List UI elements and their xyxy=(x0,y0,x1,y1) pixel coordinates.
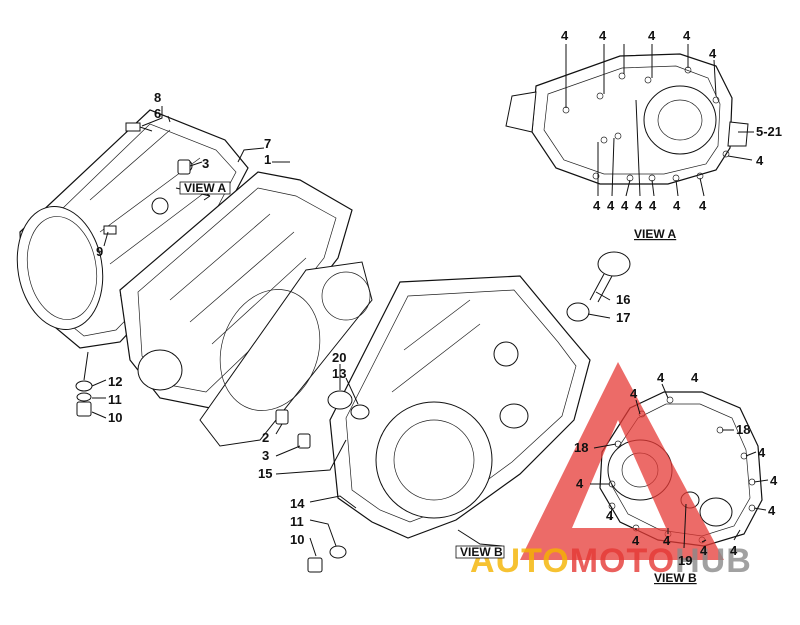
callout-view-b-1: 4 xyxy=(630,386,638,401)
view-a-ref-label: VIEW A xyxy=(184,181,227,195)
callout-view-b-4-b4: 4 xyxy=(700,543,708,558)
callout-15: 15 xyxy=(258,466,272,481)
callout-view-b-2: 4 xyxy=(657,370,665,385)
callout-view-b-4-r3: 4 xyxy=(768,503,776,518)
inner-clutch-cover xyxy=(119,171,353,409)
bushing-2 xyxy=(275,409,289,425)
view-b-ref-label: VIEW B xyxy=(460,545,503,559)
callout-7: 7 xyxy=(264,136,271,151)
callout-view-b-18-left: 18 xyxy=(574,440,588,455)
plug-10 xyxy=(76,401,92,417)
callout-view-b-4-r2: 4 xyxy=(770,473,778,488)
callout-view-b-4-b5: 4 xyxy=(730,543,738,558)
callout-9: 9 xyxy=(96,244,103,259)
callout-8: 8 xyxy=(154,90,161,105)
callout-view-b-19: 19 xyxy=(678,553,692,568)
callout-view-a-bottom-2: 4 xyxy=(607,198,615,213)
watermark-text: AUTOMOTOHUB xyxy=(470,542,752,580)
washer-11-lower xyxy=(329,545,347,559)
callout-view-b-4-b3: 4 xyxy=(663,533,671,548)
callout-view-a-top-1: 4 xyxy=(561,28,569,43)
view-a-title: VIEW A xyxy=(634,227,677,241)
leader-lines xyxy=(83,44,769,557)
view-a-ref-flag: VIEW A xyxy=(179,181,231,195)
watermark-logo xyxy=(520,362,724,560)
callout-view-a-bottom-1: 4 xyxy=(593,198,601,213)
callout-10: 10 xyxy=(108,410,122,425)
o-ring-17 xyxy=(566,302,590,322)
callout-view-a-top-3: 4 xyxy=(648,28,656,43)
view-b-ref-flag: VIEW B xyxy=(455,545,505,559)
callout-10-lower: 10 xyxy=(290,532,304,547)
seal-20 xyxy=(327,390,353,410)
callout-view-a-bottom-6: 4 xyxy=(673,198,681,213)
plug-10-lower xyxy=(307,557,323,573)
view-a-cover xyxy=(505,53,749,185)
washer-11 xyxy=(76,392,92,402)
view-b-title: VIEW B xyxy=(654,571,697,585)
bushing-3-lower xyxy=(297,433,311,449)
callout-3-upper: 3 xyxy=(202,156,209,171)
callout-view-a-bottom-3: 4 xyxy=(621,198,629,213)
callout-17: 17 xyxy=(616,310,630,325)
callout-view-a-top-5: 4 xyxy=(709,46,717,61)
callout-view-a-side-4: 4 xyxy=(756,153,764,168)
callout-view-a-5-21: 5-21 xyxy=(756,124,782,139)
cover-gasket xyxy=(199,261,373,447)
callout-view-b-18-right: 18 xyxy=(736,422,750,437)
callout-view-b-4-b2: 4 xyxy=(632,533,640,548)
callout-11-lower: 11 xyxy=(290,514,304,529)
washer-12 xyxy=(75,380,93,392)
callout-view-a-top-4: 4 xyxy=(683,28,691,43)
callout-view-b-3: 4 xyxy=(691,370,699,385)
callout-11: 11 xyxy=(108,392,122,407)
callout-view-a-bottom-4: 4 xyxy=(635,198,643,213)
callout-view-b-4-r1: 4 xyxy=(758,445,766,460)
callout-view-a-top-2: 4 xyxy=(599,28,607,43)
callout-12: 12 xyxy=(108,374,122,389)
dipstick-16 xyxy=(589,251,631,303)
callout-16: 16 xyxy=(616,292,630,307)
bushing-3-upper xyxy=(177,159,191,175)
callout-view-b-4-b1: 4 xyxy=(606,508,614,523)
callout-view-a-bottom-7: 4 xyxy=(699,198,707,213)
stud-9 xyxy=(103,225,117,235)
crankcase-cover xyxy=(329,275,591,539)
callout-3-lower: 3 xyxy=(262,448,269,463)
callout-20: 20 xyxy=(332,350,346,365)
callout-view-a-bottom-5: 4 xyxy=(649,198,657,213)
callout-6: 6 xyxy=(154,106,161,121)
washer-13 xyxy=(350,404,370,420)
cover-bolt-8 xyxy=(125,122,153,132)
callout-2: 2 xyxy=(262,430,269,445)
callout-13: 13 xyxy=(332,366,346,381)
callout-14: 14 xyxy=(290,496,305,511)
callout-view-b-4-left: 4 xyxy=(576,476,584,491)
callout-1: 1 xyxy=(264,152,271,167)
